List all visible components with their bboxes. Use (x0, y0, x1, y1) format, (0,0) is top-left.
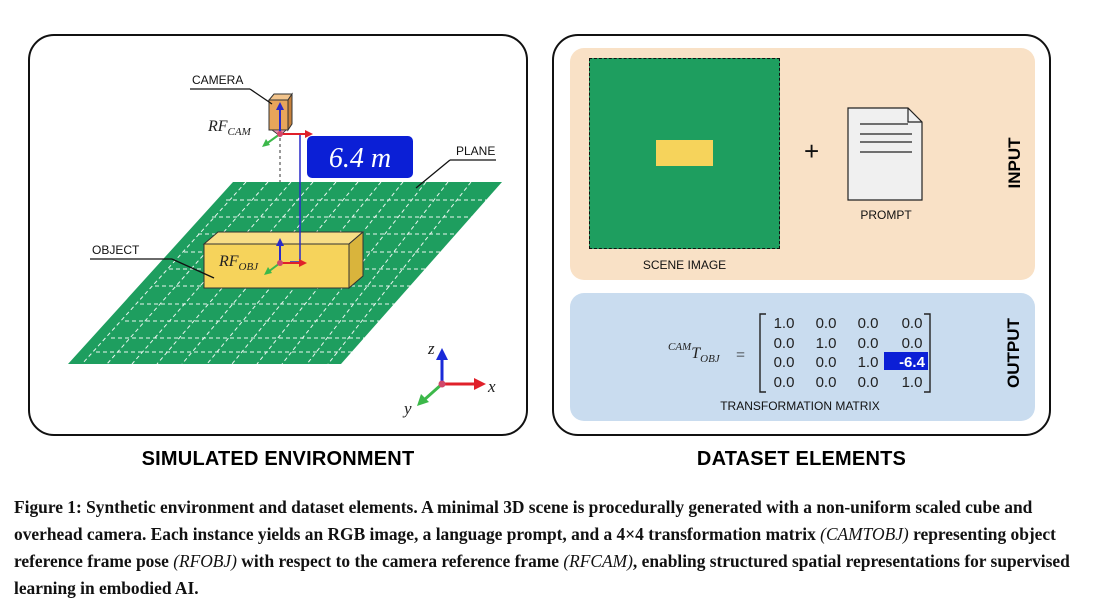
matrix-cell: 1.0 (774, 315, 795, 332)
caption-text-4: , enabling structured spatial representa… (14, 551, 1070, 598)
prompt-label: PROMPT (860, 208, 912, 222)
transformation-matrix-label: TRANSFORMATION MATRIX (720, 399, 880, 413)
plane-callout: PLANE (415, 144, 496, 189)
caption-math-1: (CAMTOBJ) (820, 524, 909, 544)
rf-cam-label: RFCAM (207, 118, 252, 138)
matrix-cell: 0.0 (858, 335, 879, 352)
matrix-cell: 0.0 (774, 374, 795, 391)
object-cube (202, 230, 365, 290)
plus-sign: + (804, 136, 820, 166)
simulated-environment-diagram: 6.4 m CAMERA PLANE OBJECT RFCAM RFOBJ z … (68, 73, 502, 418)
simulated-environment-title: SIMULATED ENVIRONMENT (141, 448, 415, 470)
caption-math-2: (RFOBJ) (173, 551, 237, 571)
matrix-cell: 0.0 (902, 315, 923, 332)
transformation-matrix: CAMTOBJ = 1.0 0.0 0.0 0.0 0.0 1.0 0.0 0.0 0.0 0.0… (668, 313, 931, 393)
caption-figure-label: Figure 1: (14, 497, 82, 517)
axis-z-label: z (427, 339, 435, 358)
camera-callout: CAMERA (190, 73, 273, 105)
matrix-cell: 0.0 (816, 315, 837, 332)
matrix-cell: 0.0 (858, 315, 879, 332)
distance-value: 6.4 m (329, 143, 391, 174)
figure-caption: Figure 1: Synthetic environment and data… (14, 494, 1094, 602)
caption-text-3: with respect to the camera reference fra… (241, 551, 559, 571)
dataset-elements-title: DATASET ELEMENTS (696, 448, 907, 470)
matrix-equals: = (736, 347, 745, 364)
output-label: OUTPUT (1004, 318, 1023, 388)
object-frame-axes (264, 238, 307, 275)
axis-x-label: x (487, 377, 496, 396)
matrix-cell: 1.0 (816, 335, 837, 352)
matrix-lhs: CAMTOBJ (668, 341, 721, 365)
plane-label: PLANE (456, 144, 495, 158)
prompt-document-icon (847, 107, 923, 201)
matrix-highlight (884, 352, 928, 370)
matrix-cell: 0.0 (816, 374, 837, 391)
matrix-cell: 0.0 (902, 335, 923, 352)
scene-image-label: SCENE IMAGE (642, 258, 727, 272)
distance-badge: 6.4 m (307, 136, 413, 178)
matrix-cell: 0.0 (816, 354, 837, 371)
matrix-cell: 1.0 (902, 374, 923, 391)
matrix-cell: 0.0 (858, 374, 879, 391)
input-label: INPUT (1005, 137, 1024, 189)
camera-frame-axes (262, 102, 313, 147)
matrix-cell: 0.0 (774, 354, 795, 371)
caption-text-2: representing object reference frame pose (14, 524, 1056, 571)
object-callout: OBJECT (90, 243, 215, 279)
matrix-cell: 1.0 (858, 354, 879, 371)
axis-y-label: y (402, 399, 412, 418)
caption-text-1: Synthetic environment and dataset elemen… (14, 497, 1033, 544)
rf-obj-label: RFOBJ (218, 253, 259, 273)
matrix-cell: -6.4 (899, 354, 926, 371)
world-axes: z x y (402, 339, 496, 418)
scene-image-object (656, 140, 713, 166)
object-label: OBJECT (92, 243, 140, 257)
matrix-cell: 0.0 (774, 335, 795, 352)
output-section (570, 293, 1035, 421)
caption-math-3: (RFCAM) (563, 551, 633, 571)
camera-label: CAMERA (192, 73, 243, 87)
